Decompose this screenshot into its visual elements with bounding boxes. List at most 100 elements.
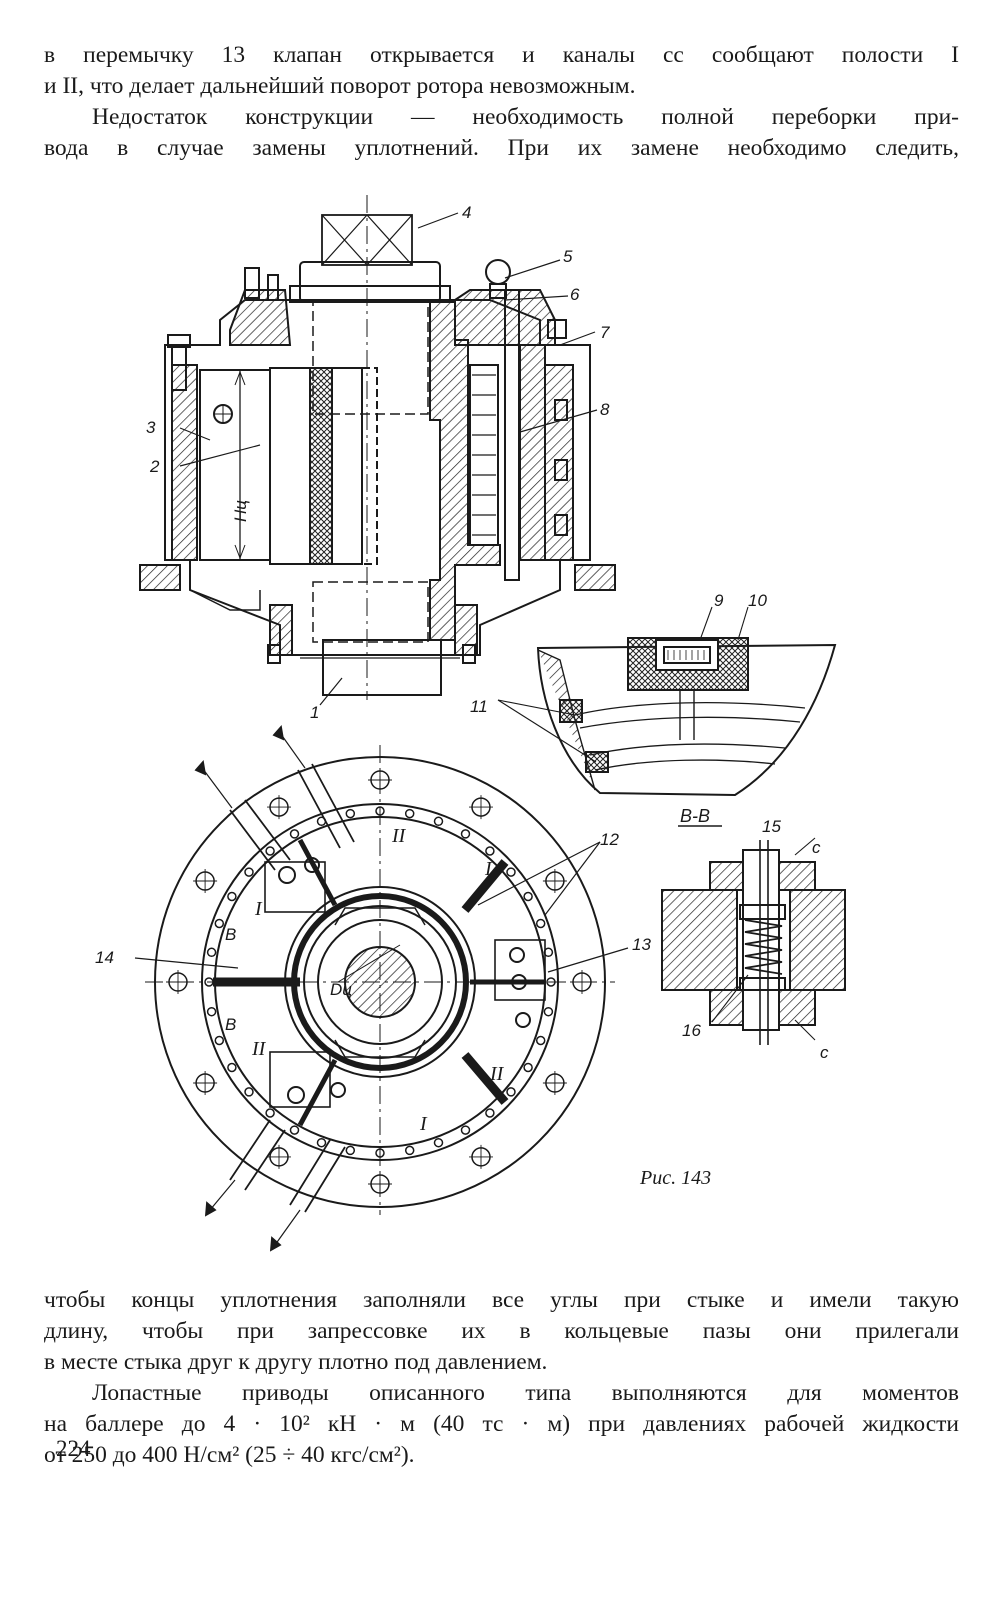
bolt-hole-centerline xyxy=(469,1144,493,1169)
part-label-6: 6 xyxy=(570,285,580,304)
bolt-holes xyxy=(166,768,594,1196)
valve-section-labels: В-В 15 с с 16 xyxy=(680,806,829,1062)
bolt-hole xyxy=(289,829,300,839)
text-line: Недостаток конструкции — необходимость п… xyxy=(92,104,959,130)
bolt-hole-centerline xyxy=(267,795,291,820)
bolt-hole xyxy=(523,1062,533,1073)
part-label-3: 3 xyxy=(146,418,156,437)
leader-lines-plan xyxy=(134,841,629,983)
bolt-hole xyxy=(316,1137,327,1148)
bolt-hole-centerline xyxy=(193,869,218,893)
chamber-label: I xyxy=(254,898,263,920)
part-label-7: 7 xyxy=(600,323,610,342)
text-line: Лопастные приводы описанного типа выполн… xyxy=(92,1380,959,1406)
bolt-hole xyxy=(289,1125,300,1135)
bolt-hole xyxy=(523,891,533,902)
text-line: от 250 до 400 Н/см² (25 ÷ 40 кгс/см²). xyxy=(44,1442,415,1468)
dimension-label-height: Нц xyxy=(231,500,250,522)
text-line: вода в случае замены уплотнений. При их … xyxy=(44,135,959,161)
part-labels-plan: 14 12 13 В В Dц II I I II I II xyxy=(95,825,651,1135)
part-label-5: 5 xyxy=(563,247,573,266)
part-label-8: 8 xyxy=(600,400,610,419)
part-label-2: 2 xyxy=(149,457,160,476)
chamber-label: II xyxy=(391,825,407,847)
page-number: 224 xyxy=(56,1436,91,1461)
longitudinal-section-view xyxy=(139,195,616,700)
part-label-16: 16 xyxy=(682,1021,701,1040)
part-label-15: 15 xyxy=(762,817,781,836)
bolt-hole xyxy=(244,867,254,877)
bolt-hole xyxy=(433,816,444,827)
text-line: длину, чтобы при запрессовке их в кольце… xyxy=(44,1318,959,1344)
section-mark-bottom: В xyxy=(225,1015,236,1034)
leader-lines-section xyxy=(179,212,598,706)
text-line: в месте стыка друг к другу плотно под да… xyxy=(44,1349,548,1375)
bolt-hole xyxy=(265,846,275,856)
part-label-1: 1 xyxy=(310,703,319,722)
cross-section-plan-view xyxy=(145,745,615,1215)
bolt-hole xyxy=(506,1087,516,1097)
bolt-hole-centerline xyxy=(166,970,190,994)
paragraph-vane-drives: Лопастные приводы описанного типа выполн… xyxy=(44,1378,959,1471)
bolt-hole xyxy=(485,846,495,856)
bolt-hole xyxy=(214,1035,225,1046)
bolt-hole xyxy=(404,808,415,819)
text-line: в перемычку 13 клапан открывается и кана… xyxy=(44,42,959,68)
text-line: на баллере до 4 · 10² кН · м (40 тс · м)… xyxy=(44,1411,959,1437)
bolt-hole xyxy=(375,1148,385,1158)
bolt-hole-centerline xyxy=(267,1144,291,1169)
bolt-hole xyxy=(404,1145,415,1156)
seal-detail-view xyxy=(497,606,837,797)
figure-caption: Рис. 143 xyxy=(639,1167,711,1189)
chamber-label: II xyxy=(251,1038,267,1060)
section-mark-top: В xyxy=(225,925,236,944)
bolt-hole-centerline xyxy=(542,1071,567,1095)
bolt-hole xyxy=(433,1137,444,1148)
chamber-label: I xyxy=(419,1113,428,1135)
bolt-hole-centerline xyxy=(469,795,493,820)
bolt-hole xyxy=(244,1087,254,1097)
bolt-hole xyxy=(543,947,554,958)
bolt-hole-centerline xyxy=(368,768,392,792)
bolt-hole-centerline xyxy=(368,1172,392,1196)
paragraph-seal-continuation: чтобы концы уплотнения заполняли все угл… xyxy=(44,1285,959,1378)
text-line: и II, что делает дальнейший поворот рото… xyxy=(44,73,636,99)
paragraph-continuation: в перемычку 13 клапан открывается и кана… xyxy=(44,40,959,102)
part-label-9: 9 xyxy=(714,591,724,610)
bolt-hole xyxy=(375,806,385,816)
bolt-hole xyxy=(460,829,471,839)
part-label-14: 14 xyxy=(95,948,114,967)
paragraph-drawback: Недостаток конструкции — необходимость п… xyxy=(44,102,959,164)
bolt-hole xyxy=(227,1062,237,1073)
channel-label-c-top: с xyxy=(812,838,821,857)
bolt-hole xyxy=(206,1006,217,1017)
bolt-hole-centerline xyxy=(570,970,594,994)
bolt-hole-centerline xyxy=(542,869,567,893)
chamber-label: II xyxy=(489,1063,505,1085)
bolt-hole xyxy=(506,867,516,877)
pipe-fittings xyxy=(194,724,355,1252)
part-label-11: 11 xyxy=(470,697,488,716)
bolt-hole xyxy=(535,1035,546,1046)
bolt-hole xyxy=(460,1125,471,1135)
bolt-hole xyxy=(345,1145,356,1156)
bolt-hole xyxy=(204,977,214,987)
dimension-label-diameter: Dц xyxy=(330,980,352,999)
channel-label-c-bottom: с xyxy=(820,1043,829,1062)
bolt-hole-centerline xyxy=(193,1071,218,1095)
section-title-b-b: В-В xyxy=(680,806,710,826)
bolt-hole xyxy=(214,918,225,929)
part-label-10: 10 xyxy=(748,591,767,610)
top-paragraphs: в перемычку 13 клапан открывается и кана… xyxy=(44,40,959,164)
bolt-hole xyxy=(485,1108,495,1118)
bolt-hole xyxy=(535,918,546,929)
bolt-hole xyxy=(265,1108,275,1118)
bolt-hole xyxy=(345,808,356,819)
bolt-hole xyxy=(546,977,556,987)
part-label-4: 4 xyxy=(462,203,471,222)
bolt-hole xyxy=(206,947,217,958)
bottom-paragraphs: чтобы концы уплотнения заполняли все угл… xyxy=(44,1285,959,1471)
chamber-label: I xyxy=(484,858,493,880)
part-labels-detail: 9 10 11 xyxy=(470,591,767,716)
